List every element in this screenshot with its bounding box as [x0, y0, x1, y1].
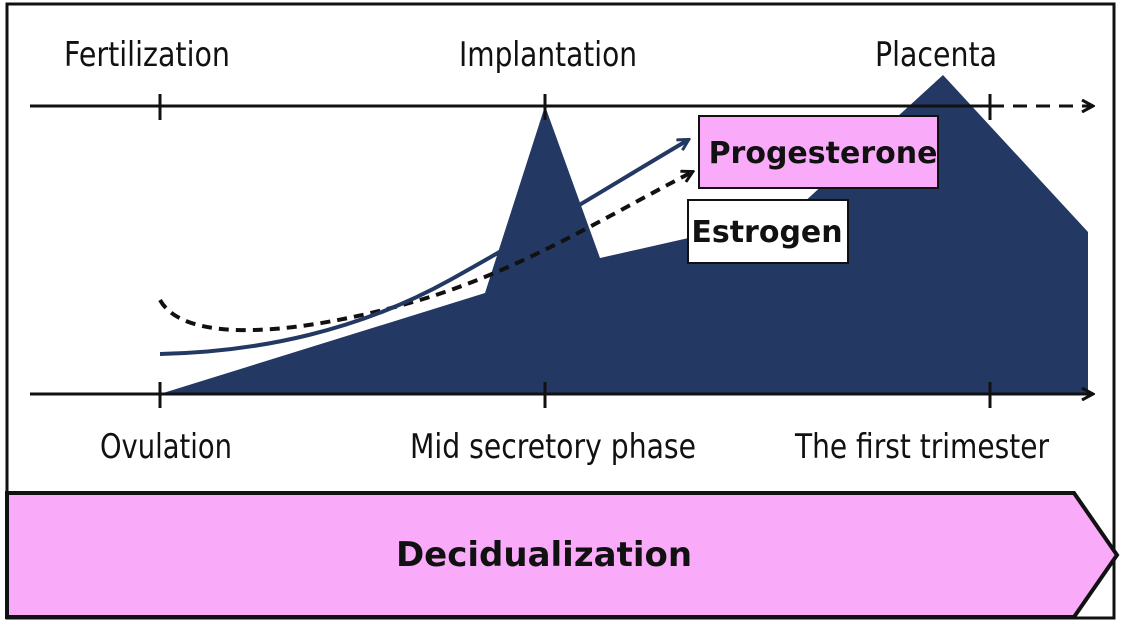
decidualization-label: Decidualization [396, 535, 692, 575]
label-ovulation: Ovulation [100, 427, 232, 467]
decidualization-banner [5, 491, 1120, 619]
label-implantation: Implantation [459, 35, 637, 75]
progesterone-box [698, 115, 939, 189]
label-first-trimester: The first trimester [794, 427, 1049, 467]
progesterone-curve [159, 140, 688, 356]
estrogen-box [687, 199, 849, 264]
progesterone-label: Progesterone [709, 136, 938, 171]
label-placenta: Placenta [875, 35, 997, 75]
estrogen-curve [158, 172, 692, 333]
label-fertilization: Fertilization [64, 35, 230, 75]
label-mid-secretory: Mid secretory phase [410, 427, 696, 467]
estrogen-label: Estrogen [691, 215, 842, 250]
